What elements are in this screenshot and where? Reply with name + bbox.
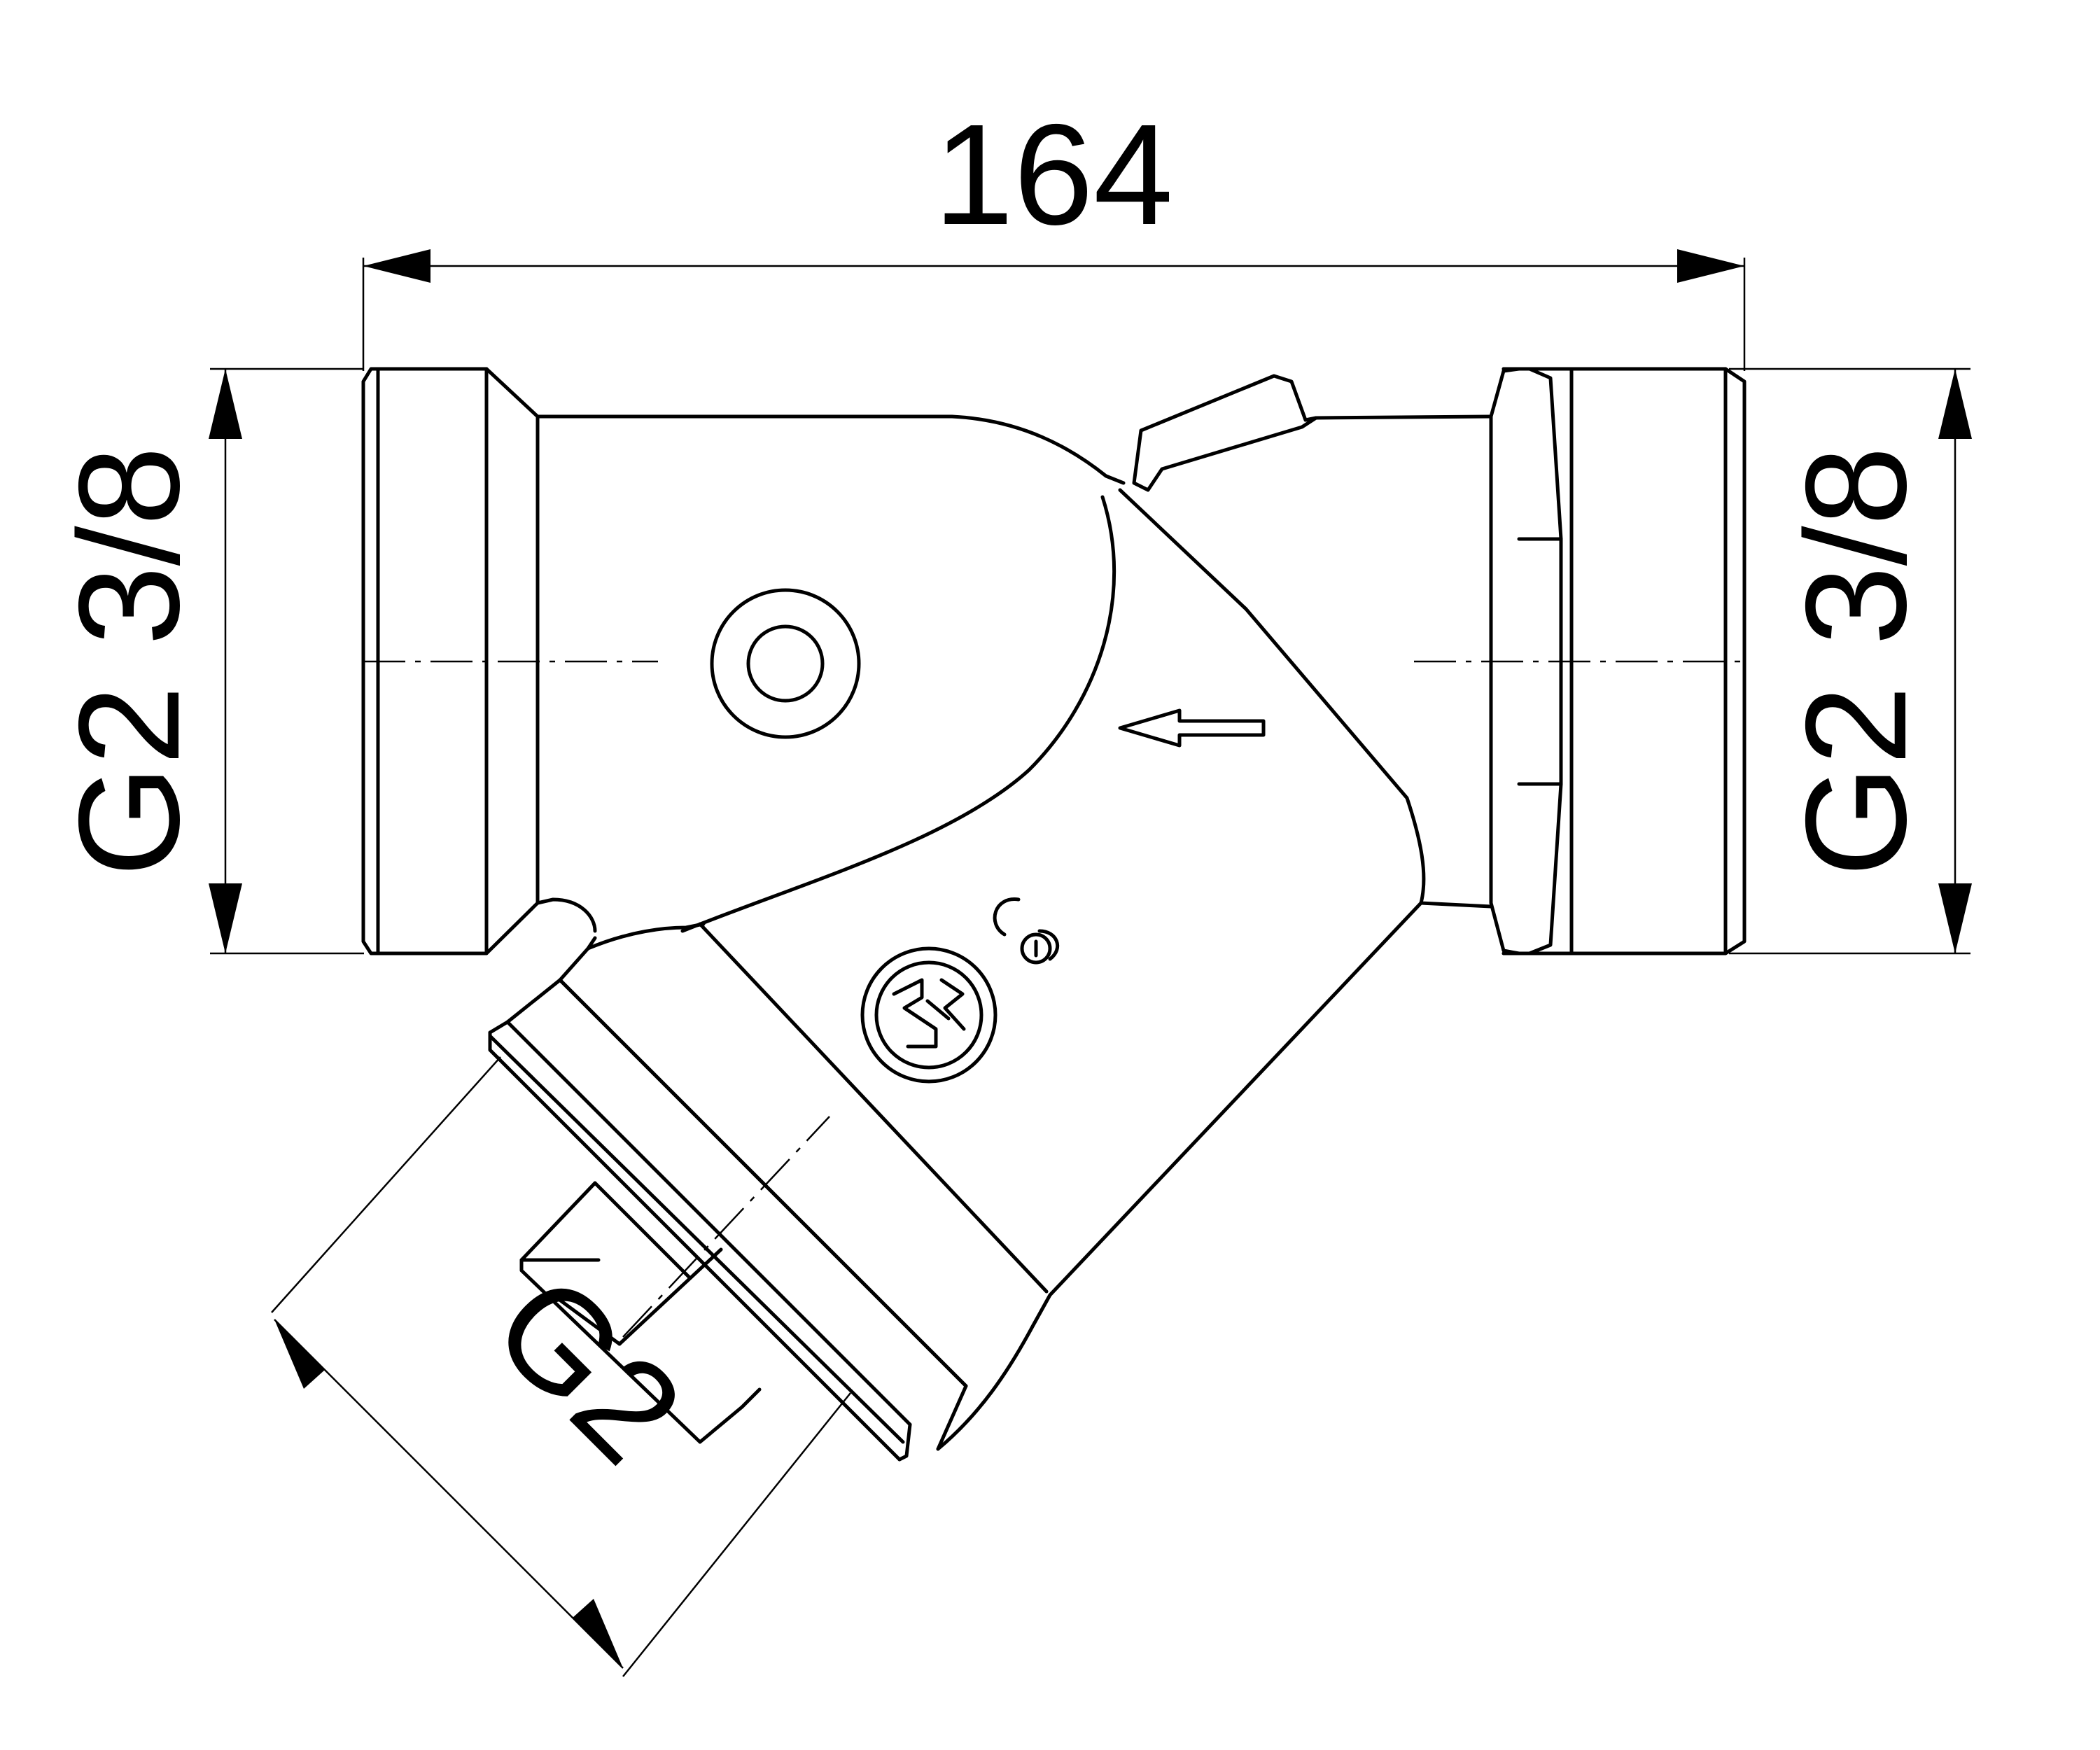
sfc-logo-icon: [860, 946, 997, 1084]
arrowhead-left: [363, 249, 430, 283]
strainer-body: [363, 374, 1744, 1462]
right-thread-label: G2 3/8: [1776, 446, 1936, 876]
centerline-drain: [622, 1116, 830, 1338]
drain-thread-dimension: G2: [271, 1056, 851, 1677]
flow-arrow-left-icon: [1118, 708, 1266, 748]
extension-line-drain-b: [622, 1392, 851, 1677]
certification-mark-icon: [993, 897, 1060, 965]
dimension-line-drain: [274, 1319, 624, 1669]
overall-length-dimension: 164: [362, 94, 1746, 371]
right-thread-dimension: G2 3/8: [1729, 368, 1972, 955]
extension-line-drain-a: [271, 1056, 501, 1313]
arrowhead-right: [1677, 249, 1744, 283]
overall-length-label: 164: [934, 94, 1173, 255]
left-thread-label: G2 3/8: [49, 446, 209, 876]
left-thread-dimension: G2 3/8: [49, 368, 364, 955]
pressure-port-boss: [710, 588, 861, 739]
